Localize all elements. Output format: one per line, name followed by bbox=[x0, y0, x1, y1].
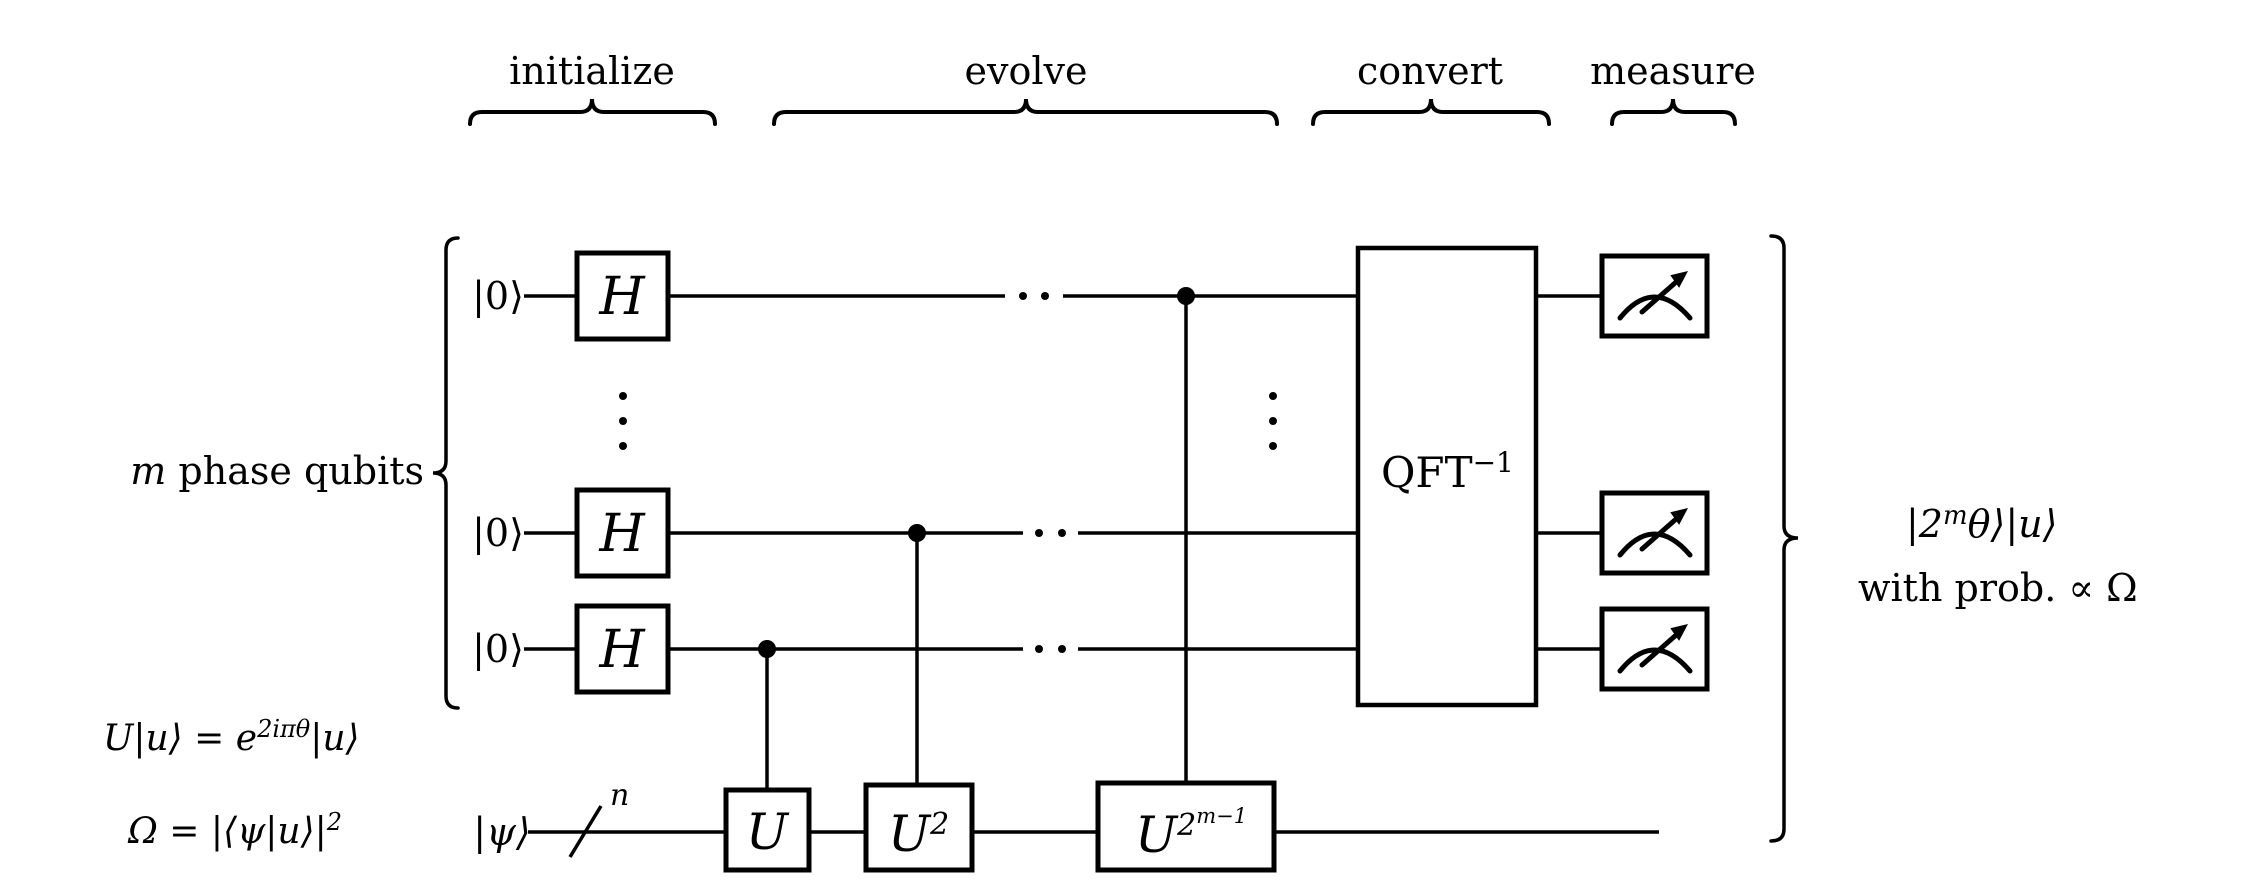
h-gate-label: H bbox=[598, 267, 646, 327]
horizontal-ellipsis-icon bbox=[1041, 292, 1049, 300]
horizontal-ellipsis-icon bbox=[1035, 645, 1043, 653]
phase-qubits-label: m phase qubits bbox=[130, 449, 424, 493]
stage-label-evolve: evolve bbox=[965, 49, 1088, 93]
side-equations: U|u⟩ = e2iπθ|u⟩ Ω = |⟨ψ|u⟩|2 bbox=[103, 715, 360, 852]
overbrace-evolve-icon bbox=[772, 98, 1279, 126]
u-power-gate-box bbox=[1095, 780, 1277, 873]
ket-labels: |0⟩ |0⟩ |0⟩ |ψ⟩ n bbox=[472, 274, 629, 854]
h-gate-box-q2 bbox=[574, 487, 671, 579]
u-power-gate-label: U2m−1 bbox=[1135, 804, 1247, 864]
zero-ket-q1: |0⟩ bbox=[472, 274, 524, 318]
meter-arrowhead-icon bbox=[1670, 508, 1688, 525]
stage-labels: initialize evolve convert measure bbox=[509, 49, 1756, 93]
control-dot-icon bbox=[908, 524, 926, 542]
vertical-ellipsis-icon bbox=[1269, 417, 1277, 425]
overbrace-initialize-icon bbox=[468, 98, 717, 126]
left-curly-brace-icon bbox=[432, 236, 460, 710]
meter-needle-icon bbox=[1639, 633, 1678, 668]
qft-inverse-label: QFT−1 bbox=[1381, 446, 1514, 497]
zero-ket-q3: |0⟩ bbox=[472, 627, 524, 671]
control-dot-icon bbox=[758, 640, 776, 658]
controls bbox=[758, 287, 1195, 795]
horizontal-ellipsis-icon bbox=[1035, 529, 1043, 537]
hadamard-gates: H H H bbox=[574, 250, 671, 695]
vertical-ellipsis-icon bbox=[619, 392, 627, 400]
horizontal-ellipsis-icon bbox=[1019, 292, 1027, 300]
stage-label-convert: convert bbox=[1357, 49, 1503, 93]
vertical-ellipsis-icon bbox=[1269, 392, 1277, 400]
meters bbox=[1599, 253, 1710, 692]
meter-q1 bbox=[1599, 253, 1710, 339]
bus-slash-icon bbox=[568, 805, 603, 858]
h-gate-box-q3 bbox=[574, 603, 671, 695]
output-group: |2mθ⟩|u⟩ with prob. ∝ Ω bbox=[1769, 234, 2138, 843]
u-squared-gate-label: U2 bbox=[888, 805, 949, 863]
right-curly-brace-icon bbox=[1769, 234, 1799, 843]
qft-inverse: QFT−1 bbox=[1355, 245, 1539, 708]
zero-ket-q2: |0⟩ bbox=[472, 511, 524, 555]
vertical-ellipsis-icon bbox=[1269, 442, 1277, 450]
meter-q2 bbox=[1599, 490, 1710, 576]
horizontal-ellipsis-icon bbox=[1058, 645, 1066, 653]
horizontal-ellipsis-icon bbox=[1058, 529, 1066, 537]
wire-ellipses bbox=[1019, 292, 1066, 653]
output-state-label: |2mθ⟩|u⟩ bbox=[1906, 501, 2057, 546]
vertical-ellipsis-icon bbox=[619, 442, 627, 450]
meter-arc-icon bbox=[1617, 647, 1693, 674]
meter-arc-icon bbox=[1617, 294, 1693, 321]
overbrace-convert-icon bbox=[1311, 98, 1551, 126]
h-gate-label: H bbox=[598, 504, 646, 564]
u-squared-gate-box bbox=[863, 782, 975, 873]
meter-needle-icon bbox=[1639, 280, 1678, 315]
qubit-wires bbox=[524, 294, 1659, 858]
meter-needle-icon bbox=[1639, 517, 1678, 552]
h-gate-box-q1 bbox=[574, 250, 671, 342]
stage-braces bbox=[468, 98, 1737, 126]
psi-ket: |ψ⟩ bbox=[473, 810, 530, 854]
phase-register-group: m phase qubits bbox=[130, 236, 460, 710]
meter-q3 bbox=[1599, 606, 1710, 692]
u-gate-label: U bbox=[746, 803, 790, 861]
overlap-equation: Ω = |⟨ψ|u⟩|2 bbox=[127, 808, 342, 852]
meter-arc-icon bbox=[1617, 531, 1693, 558]
u-gate-box bbox=[723, 787, 812, 873]
stage-label-measure: measure bbox=[1590, 49, 1756, 93]
vertical-ellipsis-icon bbox=[619, 417, 627, 425]
register-vertical-ellipses bbox=[619, 392, 1277, 450]
h-gate-label: H bbox=[598, 620, 646, 680]
controlled-u-gates: U U2 U2m−1 bbox=[723, 780, 1277, 873]
qft-inverse-box bbox=[1355, 245, 1539, 708]
control-dot-icon bbox=[1177, 287, 1195, 305]
stage-label-initialize: initialize bbox=[509, 49, 675, 93]
bus-width-label: n bbox=[610, 778, 629, 813]
meter-arrowhead-icon bbox=[1670, 271, 1688, 288]
output-probability-label: with prob. ∝ Ω bbox=[1858, 566, 2138, 610]
meter-arrowhead-icon bbox=[1670, 624, 1688, 641]
overbrace-measure-icon bbox=[1610, 98, 1737, 126]
eigenvalue-equation: U|u⟩ = e2iπθ|u⟩ bbox=[103, 715, 360, 759]
